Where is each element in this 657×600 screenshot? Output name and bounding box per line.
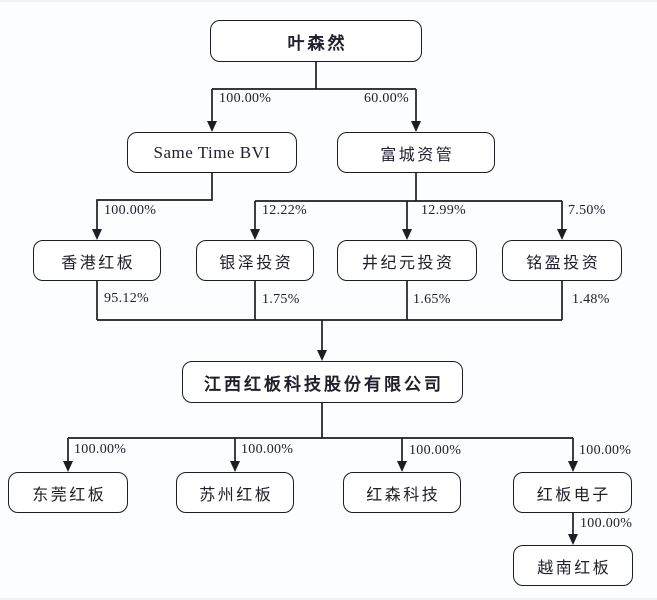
node-dongguan-hongban: 东莞红板 <box>8 472 128 513</box>
node-fucheng-ziguan: 富城资管 <box>337 132 495 173</box>
node-hongban-dianzi: 红板电子 <box>513 472 632 513</box>
node-hongsen-keji: 红森科技 <box>343 472 461 513</box>
node-jingjiyuan-touzi: 井纪元投资 <box>337 240 477 281</box>
node-yuenan-hongban: 越南红板 <box>513 545 633 586</box>
edge-label-jingjiyuan-to-jiangxi: 1.65% <box>413 292 451 307</box>
node-mingying-touzi: 铭盈投资 <box>502 240 622 281</box>
edge-label-jiangxi-to-suzhou: 100.00% <box>241 442 294 457</box>
edge-label-fucheng-to-yinze: 12.22% <box>262 203 307 218</box>
node-suzhou-hongban: 苏州红板 <box>176 472 294 513</box>
edge-label-mingying-to-jiangxi: 1.48% <box>572 292 610 307</box>
edge-label-yinze-to-jiangxi: 1.75% <box>262 292 300 307</box>
node-yinze-touzi: 银泽投资 <box>196 240 314 281</box>
edge-label-fucheng-to-mingying: 7.50% <box>568 203 606 218</box>
edge-label-jiangxi-to-hongsen: 100.00% <box>409 443 462 458</box>
edge-label-hongkong-to-jiangxi: 95.12% <box>104 291 149 306</box>
edge-label-jiangxi-to-dianzi: 100.00% <box>579 443 632 458</box>
node-ye-senran: 叶森然 <box>210 20 422 62</box>
edge-label-dianzi-to-yuenan: 100.00% <box>580 516 633 531</box>
edge-label-jiangxi-to-dongguan: 100.00% <box>74 442 127 457</box>
edge-label-ye-to-fucheng: 60.00% <box>364 91 409 106</box>
node-same-time-bvi: Same Time BVI <box>127 132 297 173</box>
node-hongkong-hongban: 香港红板 <box>33 240 161 281</box>
node-jiangxi-hongban-company: 江西红板科技股份有限公司 <box>182 361 463 403</box>
edge-label-ye-to-same-time-bvi: 100.00% <box>219 91 272 106</box>
edge-label-same-time-bvi-to-hongkong: 100.00% <box>104 203 157 218</box>
edge-label-fucheng-to-jingjiyuan: 12.99% <box>421 203 466 218</box>
